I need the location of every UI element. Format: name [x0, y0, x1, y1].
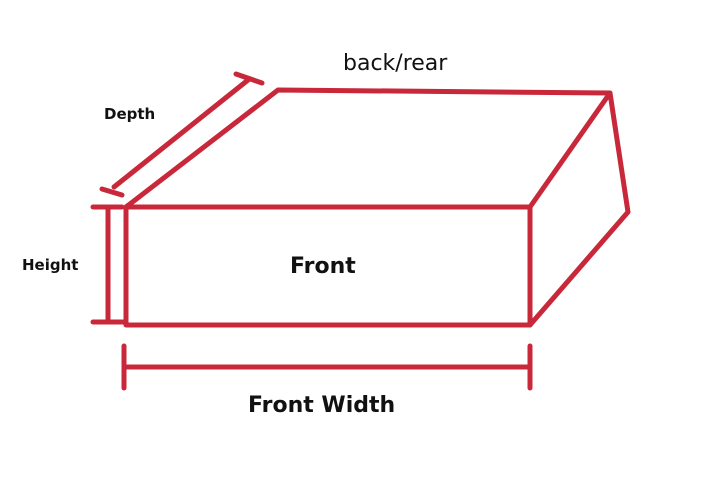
back-rear-label: back/rear — [343, 51, 448, 76]
height-label: Height — [22, 256, 79, 274]
width-dimension-line — [121, 343, 533, 391]
front-label: Front — [290, 254, 356, 279]
right-face-outline — [527, 90, 631, 328]
front-width-label: Front Width — [248, 393, 396, 418]
height-dimension-line — [90, 204, 127, 325]
depth-dimension-line — [99, 71, 265, 198]
top-face-outline — [123, 87, 613, 210]
depth-label: Depth — [104, 105, 156, 123]
